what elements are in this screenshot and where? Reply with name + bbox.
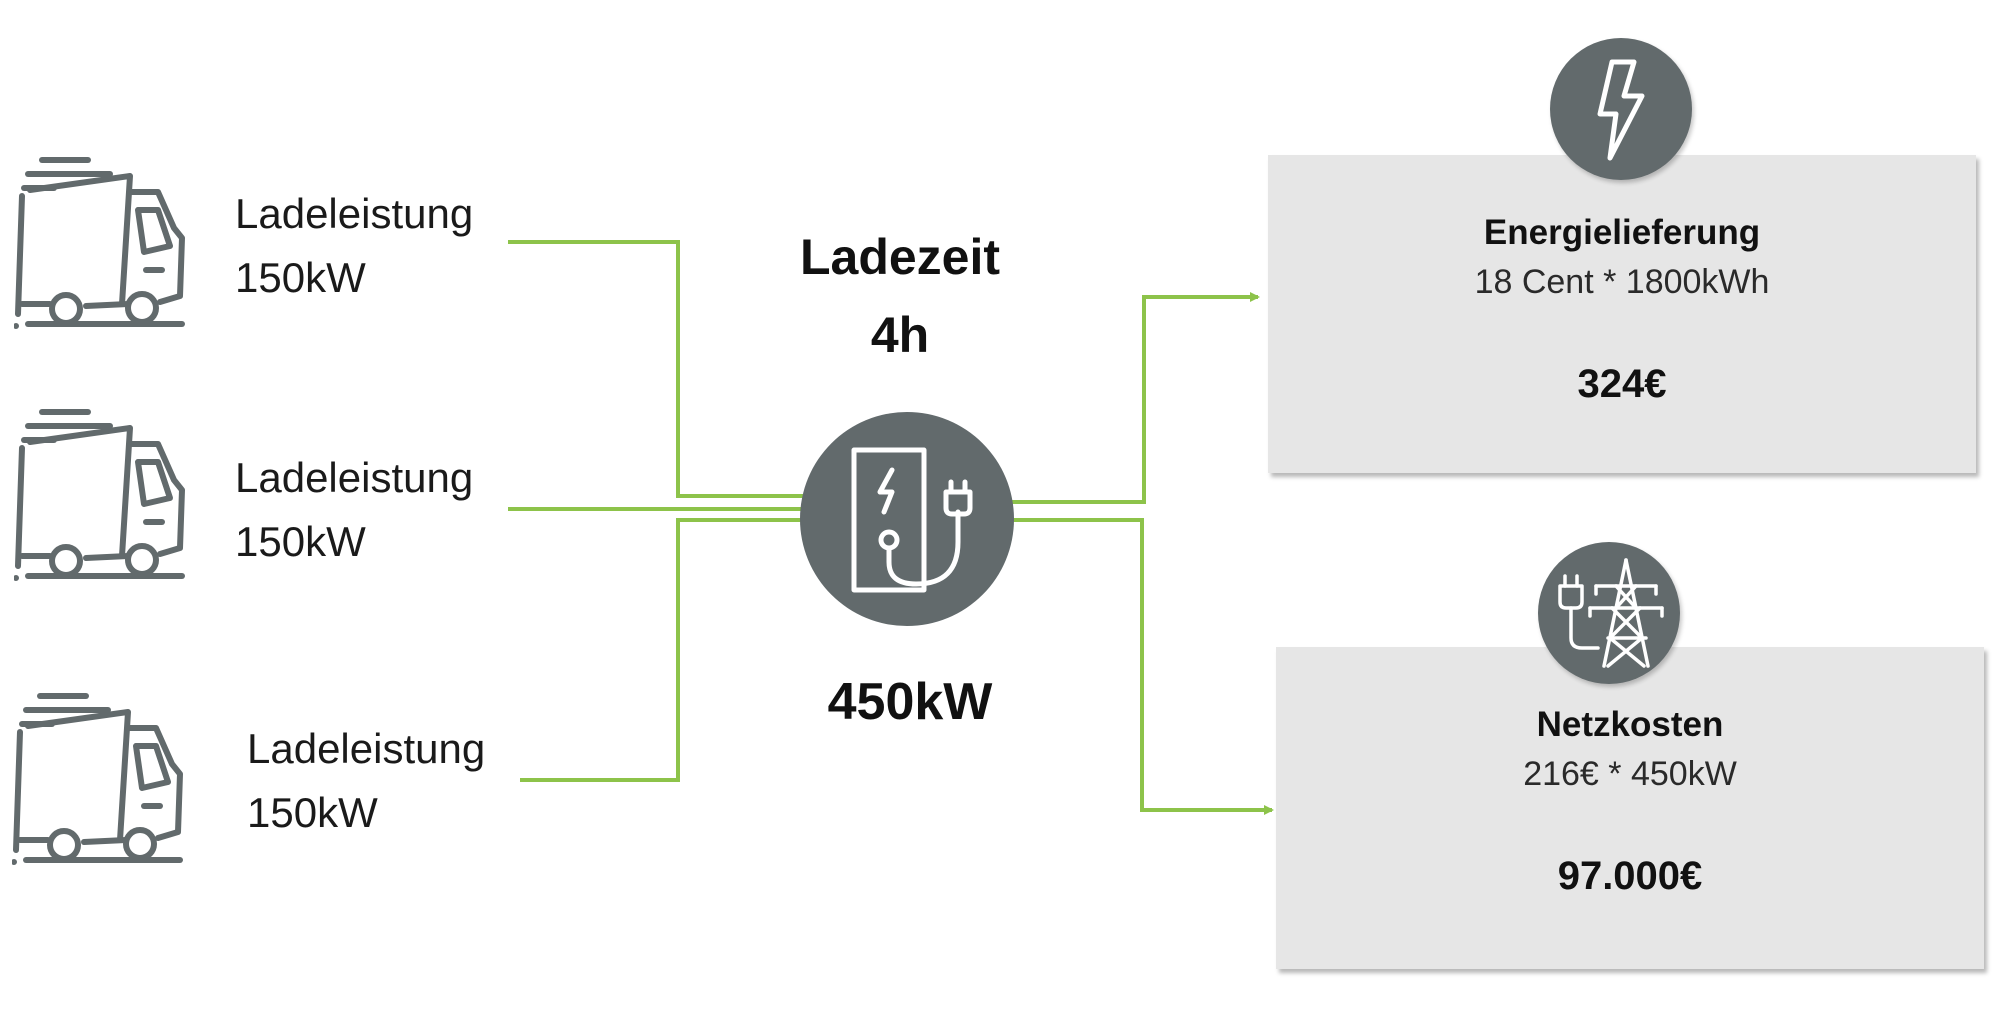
wire-truck-1: [508, 240, 805, 498]
charging-power-label: Ladeleistung: [235, 190, 474, 237]
charging-station: [800, 412, 1014, 626]
truck-2-label: Ladeleistung 150kW: [235, 446, 473, 574]
power-grid-badge: [1538, 542, 1680, 684]
grid-costs-value: 97.000€: [1557, 854, 1703, 898]
power-grid-icon: [1558, 558, 1664, 668]
charging-power-label: Ladeleistung: [247, 725, 486, 772]
truck-icon: [14, 409, 185, 581]
lightning-badge: [1550, 38, 1692, 180]
truck-1-label: Ladeleistung 150kW: [235, 182, 473, 310]
charging-station-icon: [851, 447, 973, 593]
grid-costs-card: Netzkosten 216€ * 450kW 97.000€: [1276, 647, 1984, 969]
truck-icon: [14, 157, 185, 329]
energy-delivery-formula: 18 Cent * 1800kWh: [1474, 263, 1770, 301]
total-power: 450kW: [827, 673, 993, 731]
charging-time: Ladezeit 4h: [770, 218, 1030, 374]
truck-3-label: Ladeleistung 150kW: [247, 717, 485, 845]
grid-costs-formula: 216€ * 450kW: [1523, 755, 1737, 793]
grid-costs-title: Netzkosten: [1536, 705, 1724, 744]
charging-time-value: 4h: [870, 307, 930, 363]
energy-delivery-value: 324€: [1577, 362, 1667, 406]
energy-delivery-title: Energielieferung: [1483, 213, 1761, 252]
charging-power-value: 150kW: [235, 518, 366, 565]
charging-time-label: Ladezeit: [799, 229, 1001, 285]
truck-icon: [12, 693, 183, 865]
charging-power-label: Ladeleistung: [235, 454, 474, 501]
charging-power-value: 150kW: [247, 789, 378, 836]
lightning-icon: [1597, 59, 1645, 161]
wire-truck-3: [520, 518, 805, 782]
energy-delivery-card: Energielieferung 18 Cent * 1800kWh 324€: [1268, 155, 1976, 473]
charging-power-value: 150kW: [235, 254, 366, 301]
arrow-to-energy: [1010, 292, 1260, 504]
arrow-to-grid: [1010, 518, 1274, 815]
